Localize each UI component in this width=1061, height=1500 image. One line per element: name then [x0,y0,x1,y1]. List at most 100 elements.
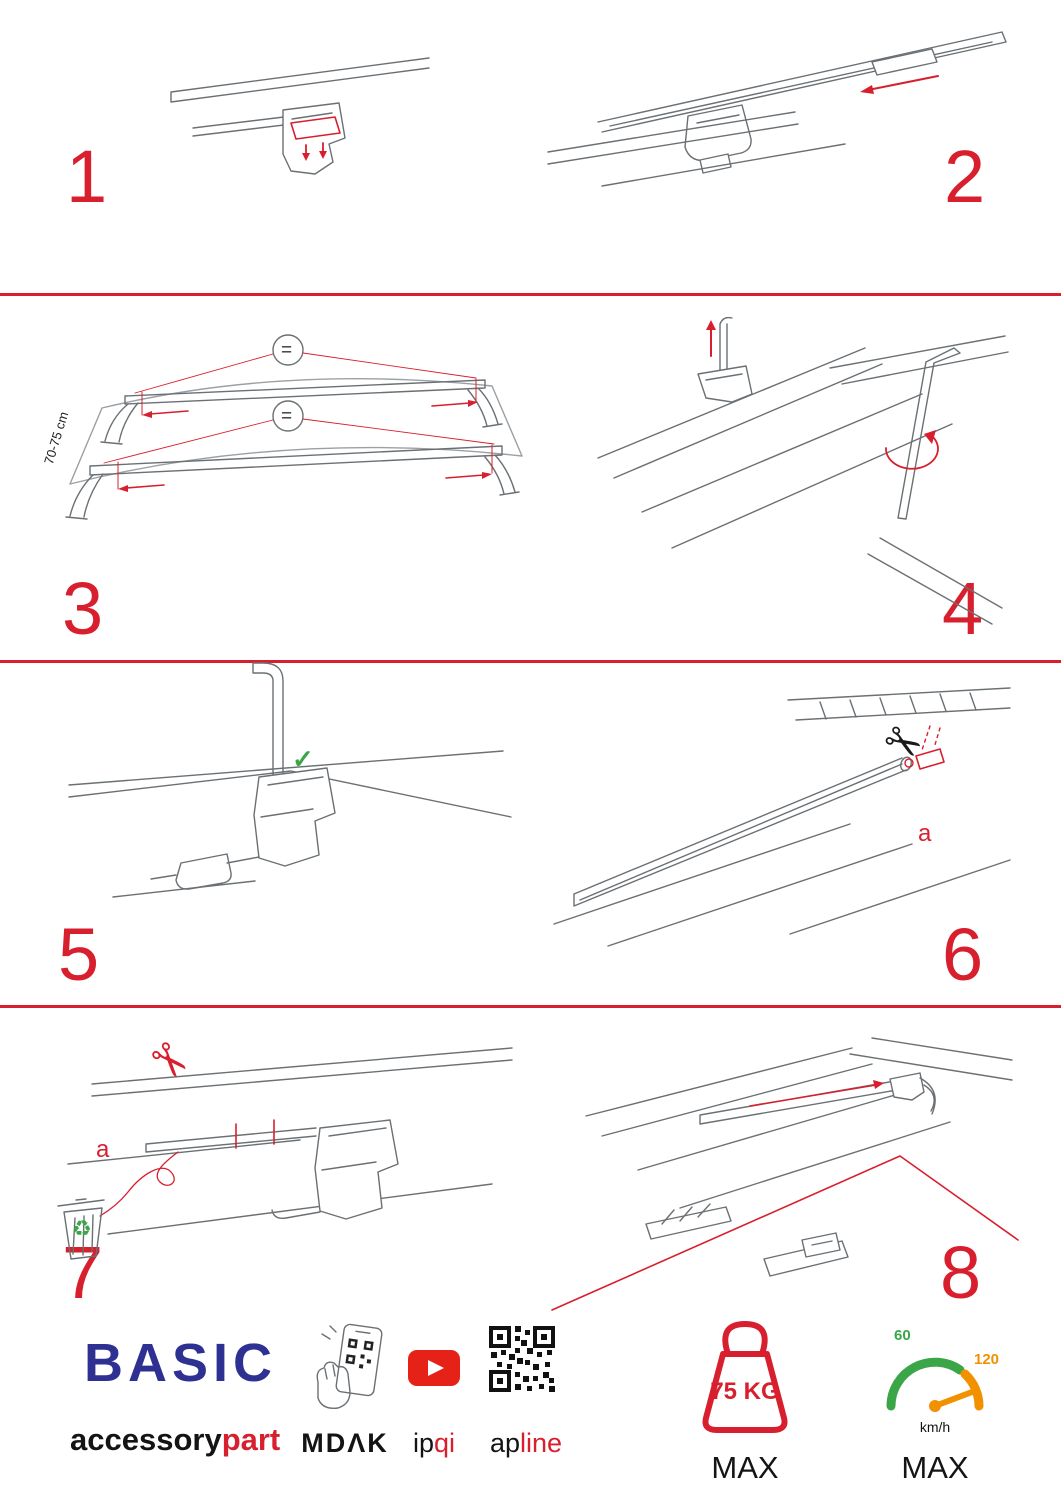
gauge-green-arc [886,1357,965,1411]
clamp-edges [260,776,324,818]
rubber-strip [145,1127,317,1153]
step-1-number: 1 [66,135,108,218]
gauge-hub [929,1400,941,1412]
hook-foot [175,853,232,890]
hand [316,1361,351,1409]
max-speed-label: MAX [901,1450,969,1485]
front-right-foot [467,387,503,428]
rubber-pad-highlight [290,116,341,140]
mount-bracket [697,365,753,403]
rotate-arrow [885,435,939,470]
section-divider [0,660,1061,663]
weight-body [702,1351,788,1433]
partner-phone-name: MDΛK [301,1428,389,1458]
clamp-arm [271,1209,321,1220]
partner-video-red: qi [434,1428,456,1458]
speed-unit-label: km/h [919,1419,951,1435]
equal-symbol: = [281,406,293,427]
step-6-number: 6 [942,913,984,996]
roof-lines [67,1139,493,1235]
end-clamp [889,1072,925,1101]
step-2-number: 2 [944,135,986,218]
discard-squiggle [99,1151,179,1217]
window-frame-lines [849,1037,1013,1081]
step-4-number: 4 [942,567,984,650]
clamp-body [253,767,336,867]
partner-qr-name: apline [478,1430,574,1457]
clamp-edge [291,112,333,120]
arrowhead [319,151,327,159]
gauge-needle [932,1389,975,1409]
phone-qr-scan-icon [316,1323,383,1409]
qr-finder-rings [489,1326,555,1392]
brand-title: BASIC [84,1333,278,1393]
front-crossbar [124,379,486,405]
bar-end-opening [900,756,912,772]
speedometer-icon [886,1357,984,1412]
allen-key [897,347,961,520]
arrowhead [302,153,310,161]
hand-fingers [324,1364,336,1380]
slide-arrow [867,75,939,91]
step-4-illustration [597,316,1009,625]
arrowhead [873,1080,884,1089]
arrowhead [482,472,492,479]
qr-code-icon [489,1326,555,1392]
door-frame-lines [91,1047,513,1097]
cut-label-a: a [918,820,932,847]
front-left-foot [100,402,139,445]
foot-clamp-block [801,1232,841,1258]
phone-qr-pattern-inner [348,1341,371,1362]
step-7-illustration [57,1047,513,1260]
cut-marks [921,725,941,751]
cut-label-a: a [96,1136,110,1163]
brand-subtitle-red: part [221,1422,281,1457]
roof-edge-lines [547,111,846,187]
alignment-lines [551,1155,1019,1311]
foot-plate-ribs [661,1203,711,1225]
trash-bin-icon [57,1198,105,1260]
arrowhead [706,320,716,330]
recycle-icon: ♻ [72,1216,92,1241]
clamp-body [314,1119,399,1220]
rear-left-foot [65,473,104,520]
phone-qr-pattern [345,1338,374,1369]
step-5-number: 5 [58,913,100,996]
step-1-illustration [170,57,430,175]
roof-lines [553,823,1011,947]
scan-lines [321,1325,337,1340]
step-5-illustration [68,662,512,898]
max-weight-label: MAX [711,1450,779,1485]
clamp-edges [321,1127,387,1171]
partner-qr-red: line [520,1428,563,1458]
speed-high-label: 120 [974,1351,1000,1368]
brand-subtitle-black: accessory [70,1422,222,1457]
bracket-edge [705,373,743,381]
step-3-illustration [65,334,523,520]
arrowhead [118,485,128,492]
partner-video-black: ip [412,1428,434,1458]
door-frame-lines [170,57,430,103]
leader-lines [103,352,495,464]
lower-rail-lines [867,537,1003,625]
equal-circle-front [272,334,304,366]
arrowhead [924,430,936,444]
phone-speaker [355,1330,371,1334]
partner-qr-black: ap [489,1428,520,1458]
equal-circle-rear [272,400,304,432]
foot-clamp [684,104,752,162]
check-icon: ✓ [292,744,314,774]
clamp-strap [919,1077,936,1115]
gauge-orange-arc [960,1369,984,1411]
step-2-illustration [547,31,1007,187]
step-8-illustration [551,1037,1019,1311]
section-divider [0,1005,1061,1008]
partner-video-name: ipqi [396,1430,472,1457]
roof-rail-lines [597,347,953,549]
section-divider [0,293,1061,296]
qr-modules [491,1326,555,1392]
phone-body [335,1323,383,1397]
rail-lines [787,687,1011,721]
step-8-number: 8 [940,1231,982,1314]
